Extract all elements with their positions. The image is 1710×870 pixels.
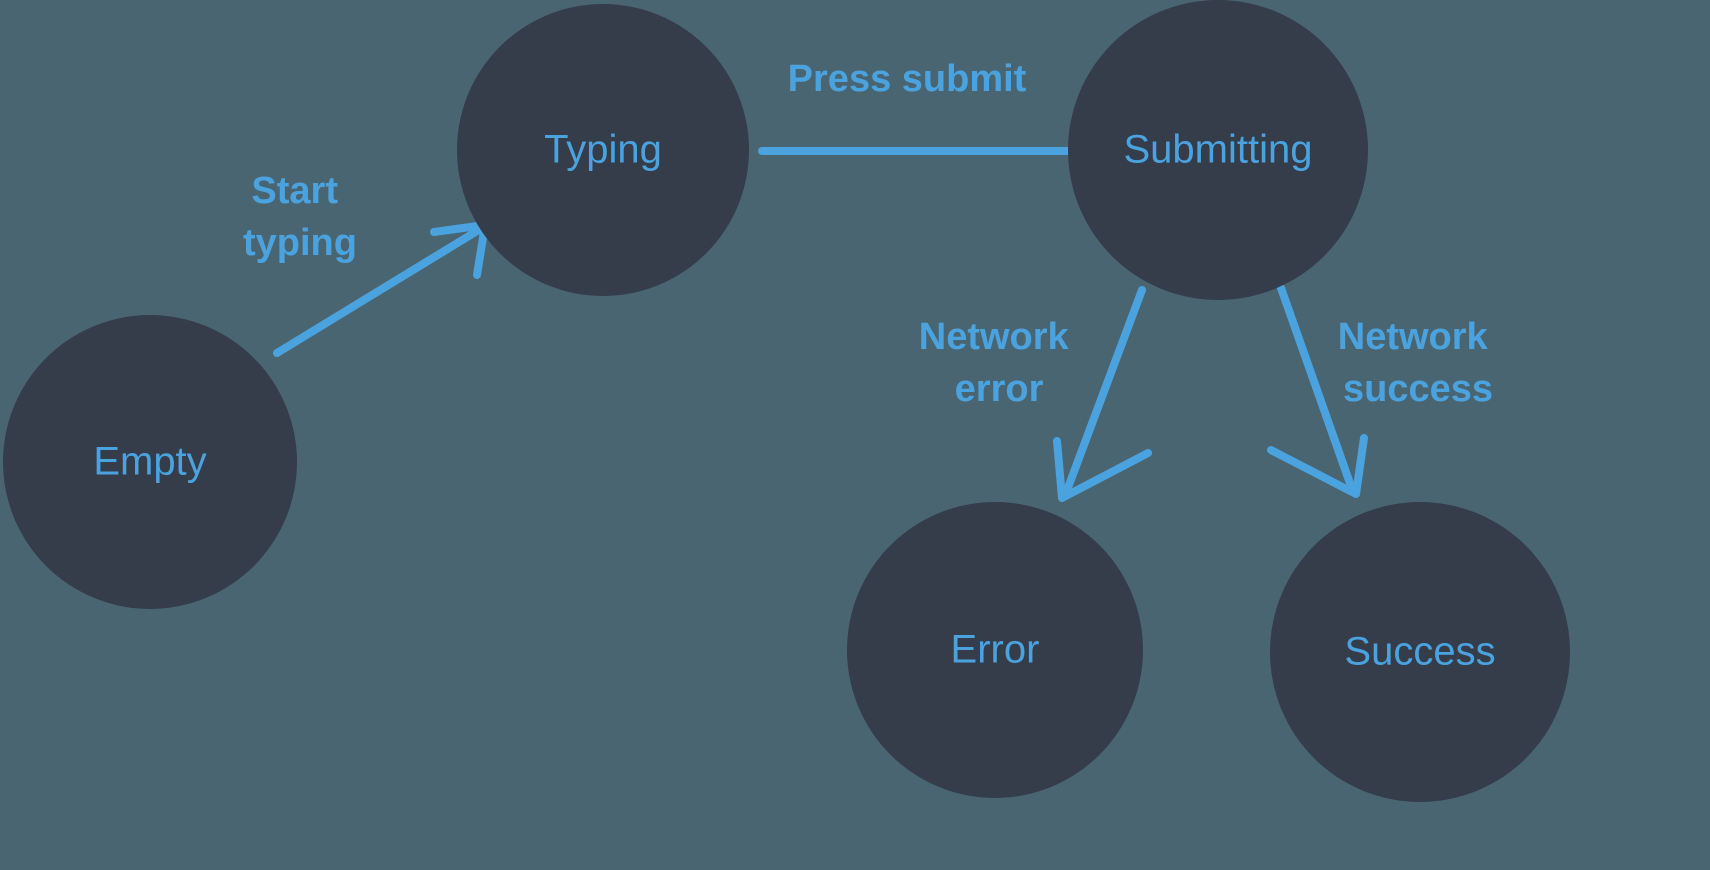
edge-label-line: success (1343, 368, 1493, 410)
edge-line-submitting-to-success (1277, 284, 1356, 493)
node-circle-empty (3, 315, 297, 609)
node-label-typing: Typing (544, 128, 662, 172)
edge-label-typing-to-submitting: Press submit (788, 58, 1027, 100)
node-circle-error (847, 502, 1143, 798)
edge-empty-to-typing[interactable]: Start typing (243, 170, 489, 357)
edge-label-line: typing (243, 222, 357, 264)
edge-submitting-to-error[interactable]: Network error (919, 286, 1152, 502)
edge-label-submitting-to-success: Network success (1338, 316, 1498, 410)
edge-submitting-to-success[interactable]: Network success (1267, 284, 1498, 498)
state-node-error[interactable]: Error (847, 502, 1143, 798)
arrowhead-submitting-to-success (1267, 434, 1368, 498)
node-label-success: Success (1344, 630, 1495, 674)
state-node-submitting[interactable]: Submitting (1068, 0, 1368, 300)
edge-label-empty-to-typing: Start typing (243, 170, 357, 264)
edge-line-empty-to-typing (273, 224, 486, 357)
edge-typing-to-submitting[interactable]: Press submit (758, 58, 1145, 192)
edge-label-line: Network (919, 316, 1070, 358)
node-circle-success (1270, 502, 1570, 802)
edge-label-line: error (955, 368, 1044, 410)
node-circle-submitting (1068, 0, 1368, 300)
edge-label-submitting-to-error: Network error (919, 316, 1079, 410)
edge-label-line: Network (1338, 316, 1489, 358)
state-node-success[interactable]: Success (1270, 502, 1570, 802)
node-label-empty: Empty (93, 440, 206, 484)
edge-label-line: Start (251, 170, 338, 212)
arrowhead-submitting-to-error (1053, 437, 1152, 502)
edge-label-line: Press submit (788, 58, 1027, 100)
node-label-error: Error (951, 628, 1040, 672)
edge-line-submitting-to-error (1062, 286, 1146, 497)
state-node-empty[interactable]: Empty (3, 315, 297, 609)
node-label-submitting: Submitting (1124, 128, 1313, 172)
state-node-typing[interactable]: Typing (457, 4, 749, 296)
node-circle-typing (457, 4, 749, 296)
